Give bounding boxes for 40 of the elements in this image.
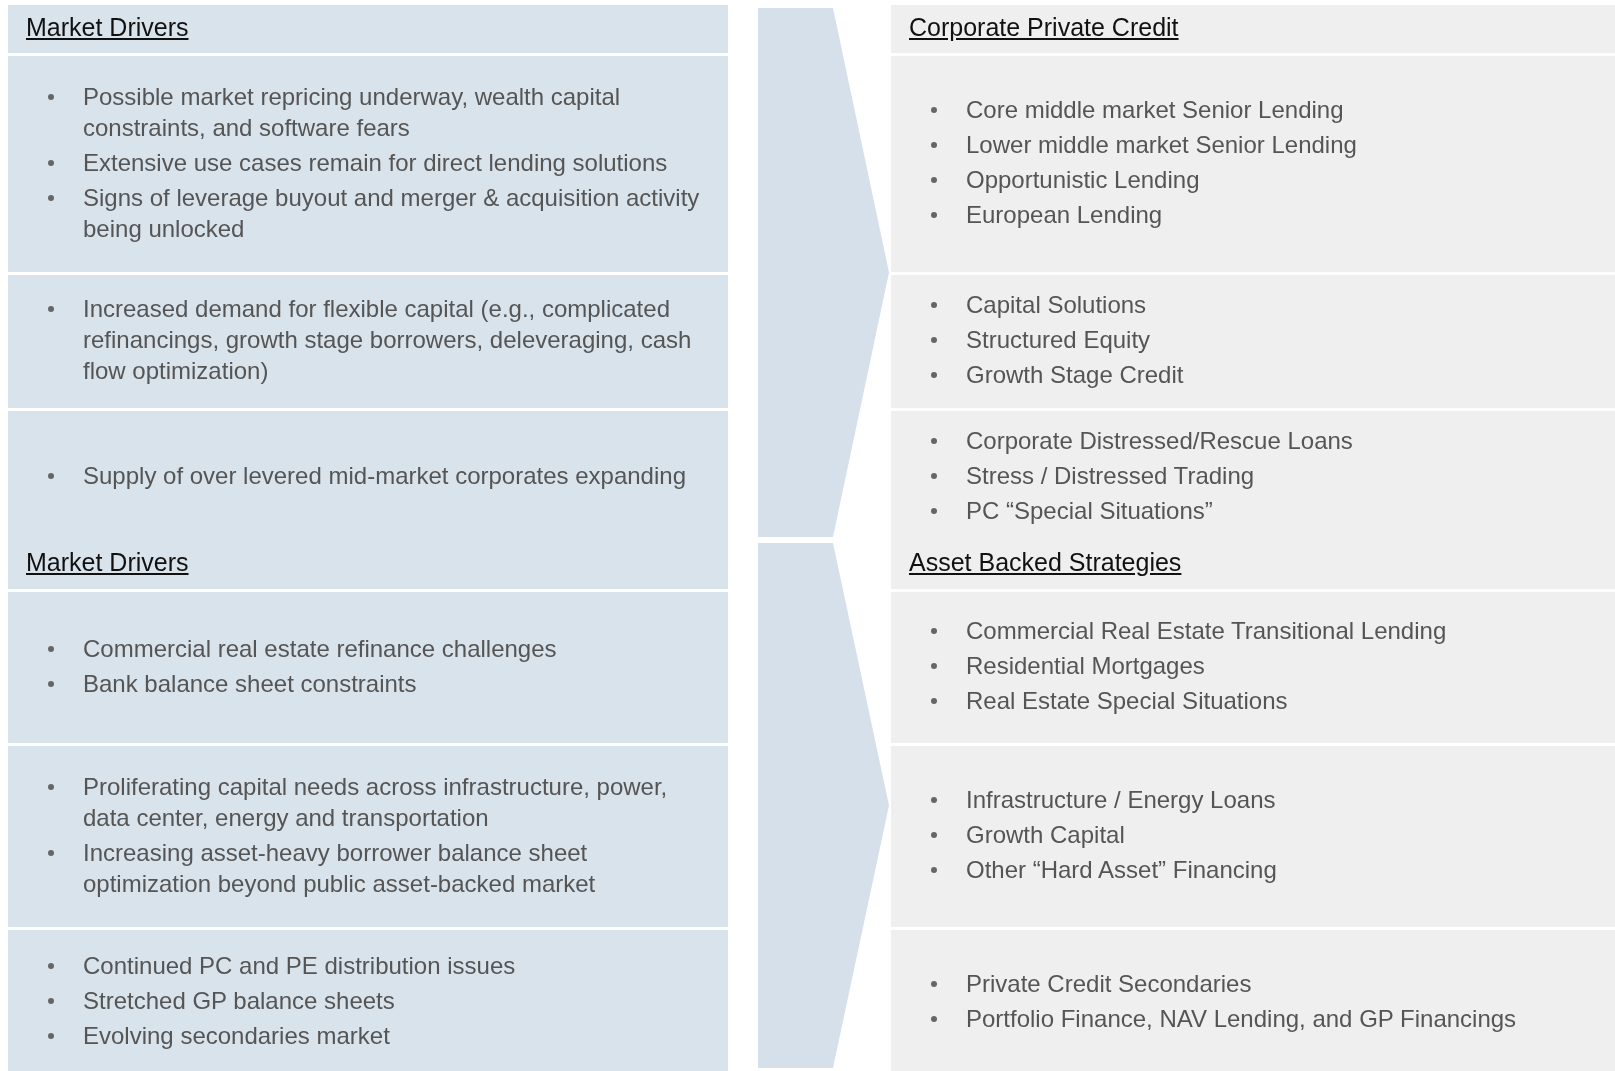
- bullet-item: Increased demand for flexible capital (e.g., complicated refinancings, growth stage borrowers, deleveraging, cash flow optimization): [83, 294, 693, 386]
- bullet-item: Supply of over levered mid-market corporates expanding: [83, 461, 686, 491]
- section-heading: Market Drivers: [26, 13, 189, 42]
- bullet-item: Commercial real estate refinance challenges: [83, 633, 557, 664]
- bullet-item: Other “Hard Asset” Financing: [966, 855, 1277, 885]
- bullet-item: Opportunistic Lending: [966, 165, 1201, 195]
- section-panel: [891, 5, 1615, 540]
- bullet-item: Signs of leverage buyout and merger & acquisition activity being unlocked: [83, 182, 701, 244]
- bullet-item: Commercial Real Estate Transitional Lending: [966, 616, 1447, 646]
- section-panel: [891, 540, 1615, 1071]
- bullet-item: Bank balance sheet constraints: [83, 668, 418, 699]
- section-heading: Market Drivers: [26, 548, 189, 577]
- section-panel: [8, 5, 728, 540]
- bullet-item: Possible market repricing underway, wealth capital constraints, and software fears: [83, 81, 622, 143]
- chevron-arrow: [758, 543, 889, 1068]
- bullet-item: Extensive use cases remain for direct lending solutions: [83, 147, 669, 178]
- bullet-item: Stress / Distressed Trading: [966, 461, 1256, 491]
- section-panel: [8, 540, 728, 1071]
- bullet-item: Continued PC and PE distribution issues: [83, 951, 516, 981]
- bullet-item: Structured Equity: [966, 325, 1152, 355]
- bullet-item: Stretched GP balance sheets: [83, 986, 396, 1016]
- bullet-item: Residential Mortgages: [966, 651, 1206, 681]
- bullet-item: Portfolio Finance, NAV Lending, and GP Financings: [966, 1003, 1517, 1034]
- bullet-item: Evolving secondaries market: [83, 1021, 391, 1051]
- bullet-item: Capital Solutions: [966, 290, 1148, 320]
- bullet-item: Infrastructure / Energy Loans: [966, 785, 1277, 815]
- bullet-item: PC “Special Situations”: [966, 496, 1214, 526]
- chevron-arrow: [758, 8, 889, 537]
- section-heading: Asset Backed Strategies: [909, 548, 1182, 577]
- bullet-item: Private Credit Secondaries: [966, 968, 1253, 999]
- bullet-item: Growth Capital: [966, 820, 1126, 850]
- bullet-item: European Lending: [966, 200, 1164, 230]
- bullet-item: Core middle market Senior Lending: [966, 95, 1345, 125]
- bullet-item: Proliferating capital needs across infrastructure, power, data center, energy and transportation: [83, 771, 669, 833]
- bullet-item: Growth Stage Credit: [966, 360, 1184, 390]
- section-heading: Corporate Private Credit: [909, 13, 1179, 42]
- bullet-item: Increasing asset-heavy borrower balance sheet optimization beyond public asset-backed market: [83, 837, 597, 899]
- bullet-item: Corporate Distressed/Rescue Loans: [966, 426, 1353, 456]
- bullet-item: Lower middle market Senior Lending: [966, 130, 1357, 160]
- bullet-item: Real Estate Special Situations: [966, 686, 1289, 716]
